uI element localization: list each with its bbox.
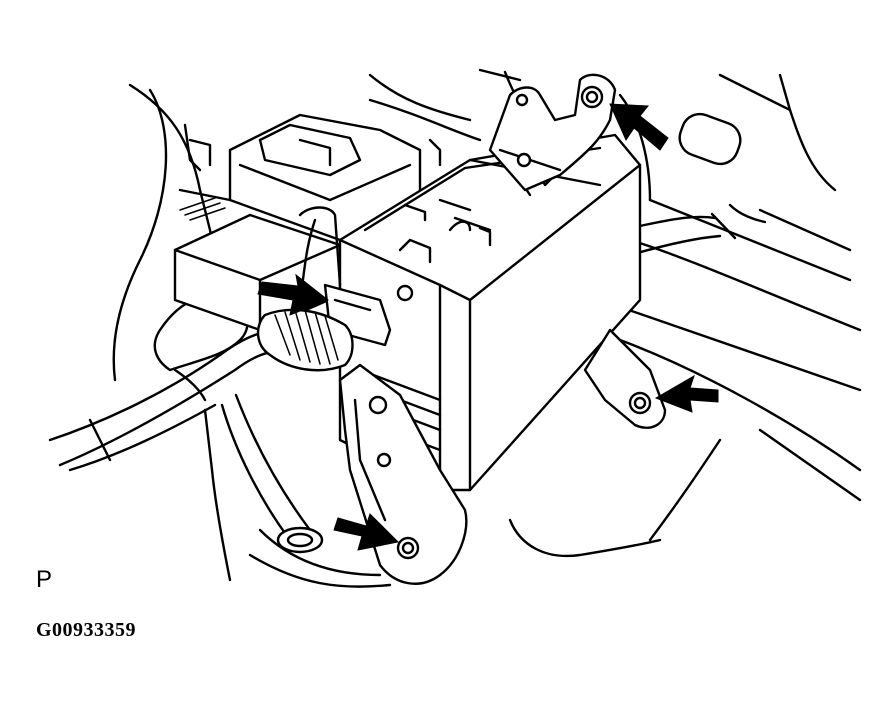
arrow-top-bolt [609,103,669,151]
relay-box [173,113,442,332]
arrow-connector [257,273,329,316]
arrow-right-bolt [654,374,719,413]
vehicle-body-outline [112,68,862,558]
view-label: P [36,566,53,593]
figure-code: G00933359 [36,619,137,641]
ecu-connector [256,206,392,372]
top-bracket [488,73,617,192]
right-bracket [583,328,667,429]
arrow-bottom-bolt [333,513,400,551]
